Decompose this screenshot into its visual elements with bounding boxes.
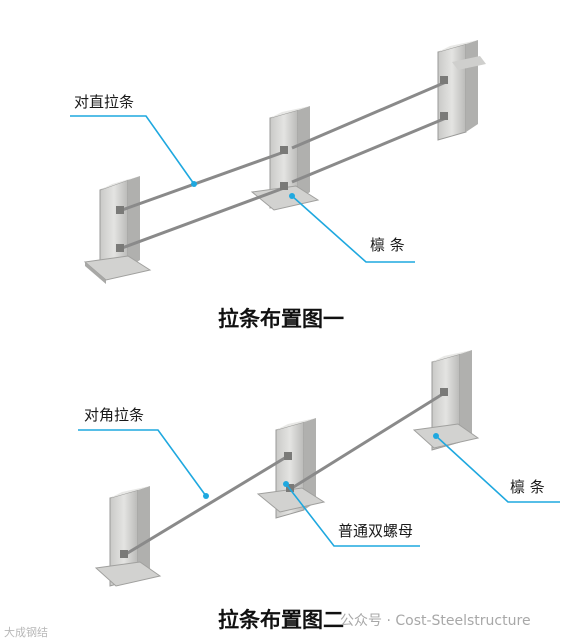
leader-lines-diagram-2 bbox=[78, 429, 560, 547]
caption-diagram-1: 拉条布置图一 bbox=[218, 306, 344, 331]
label-purlin-2: 檩 条 bbox=[510, 478, 545, 496]
leader-double-nut bbox=[285, 483, 420, 547]
leader-dot-diagonal-brace bbox=[203, 493, 209, 499]
purlin-right-2 bbox=[412, 350, 480, 451]
watermark-left: 大成钢结 bbox=[4, 626, 48, 639]
purlin-middle bbox=[250, 106, 320, 211]
label-straight-brace: 对直拉条 bbox=[74, 93, 135, 111]
leader-straight-brace bbox=[70, 115, 195, 185]
purlin-right bbox=[437, 40, 486, 141]
leader-purlin-2 bbox=[435, 435, 560, 503]
leader-dot-straight-brace bbox=[191, 181, 197, 187]
caption-diagram-2: 拉条布置图二 bbox=[218, 607, 344, 632]
diagram-2 bbox=[78, 350, 560, 587]
leader-dot-double-nut bbox=[283, 481, 289, 487]
straight-brace-rods bbox=[121, 80, 447, 250]
label-double-nut: 普通双螺母 bbox=[338, 522, 414, 540]
purlin-middle-2 bbox=[256, 418, 326, 519]
watermark-right: 公众号 · Cost-Steelstructure bbox=[340, 613, 531, 629]
label-diagonal-brace: 对角拉条 bbox=[84, 406, 145, 424]
leader-lines-diagram-1 bbox=[70, 115, 415, 263]
purlin-left-2 bbox=[94, 486, 162, 587]
leader-purlin-1 bbox=[291, 195, 415, 263]
leader-dot-purlin-1 bbox=[289, 193, 295, 199]
diagonal-brace-rods bbox=[125, 390, 447, 556]
leader-dot-purlin-2 bbox=[433, 433, 439, 439]
diagram-1 bbox=[70, 40, 486, 284]
leader-diagonal-brace bbox=[78, 429, 207, 497]
label-purlin-1: 檩 条 bbox=[370, 236, 405, 254]
nuts-diagram-1 bbox=[116, 76, 448, 252]
purlin-left bbox=[83, 176, 152, 284]
